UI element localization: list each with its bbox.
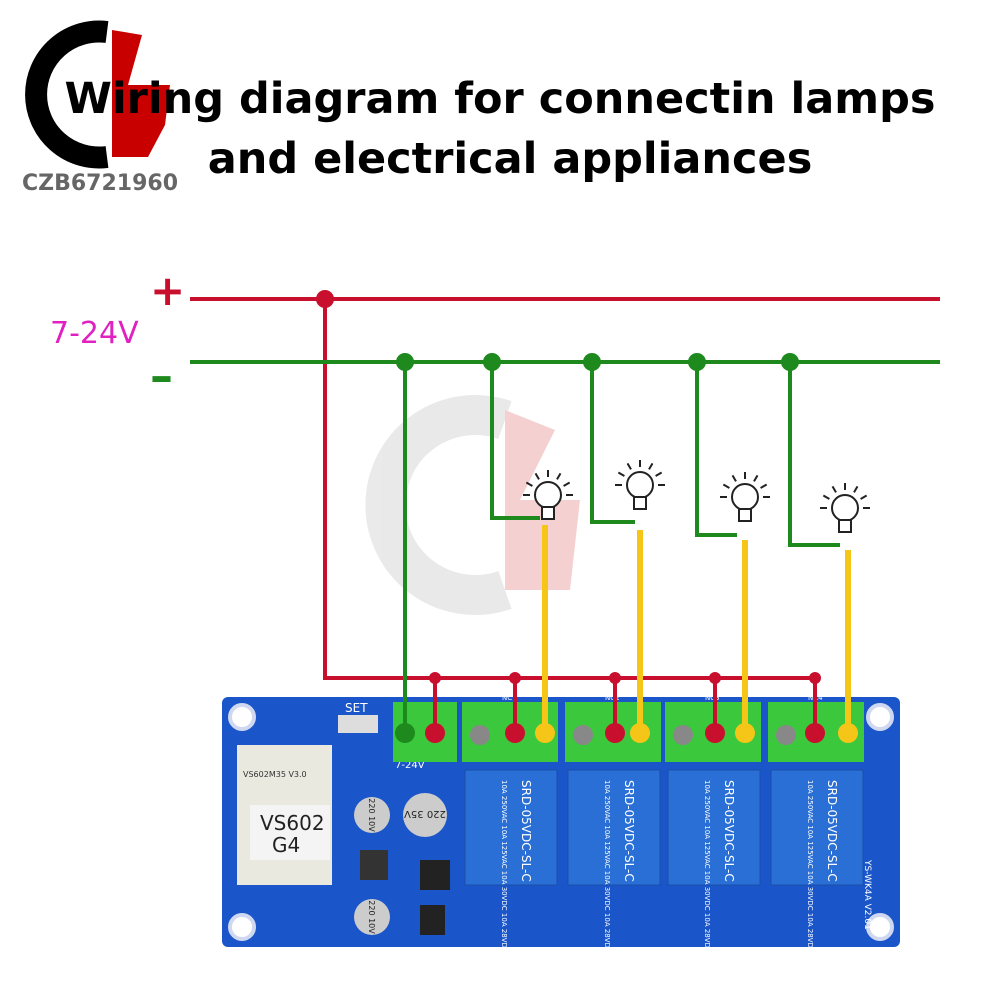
terminal-connection bbox=[805, 723, 825, 743]
terminal-connection bbox=[425, 723, 445, 743]
junction-node bbox=[609, 672, 621, 684]
lightbulb-icon bbox=[615, 460, 665, 510]
junction-node bbox=[396, 353, 414, 371]
terminal-screw bbox=[776, 725, 796, 745]
relay bbox=[464, 769, 558, 886]
capacitor-label: 220 10V bbox=[367, 798, 376, 832]
relay-rating: 10A 250VAC 10A 125VAC 10A 30VDC 10A 28VD… bbox=[603, 780, 611, 953]
terminal-connection bbox=[395, 723, 415, 743]
relay-rating: 10A 250VAC 10A 125VAC 10A 30VDC 10A 28VD… bbox=[500, 780, 508, 953]
terminal-screw bbox=[673, 725, 693, 745]
junction-node bbox=[429, 672, 441, 684]
junction-node bbox=[809, 672, 821, 684]
terminal-connection bbox=[630, 723, 650, 743]
voltage-label: 7-24V bbox=[50, 316, 139, 351]
lightbulb-icon bbox=[523, 470, 573, 520]
module-label: VS602M35 V3.0 bbox=[243, 770, 307, 779]
junction-node bbox=[688, 353, 706, 371]
capacitor-label: 220 35V bbox=[404, 808, 446, 819]
capacitor bbox=[354, 797, 390, 833]
terminal-screw bbox=[470, 725, 490, 745]
terminal-label: NC2 bbox=[605, 694, 620, 702]
terminal-connection bbox=[535, 723, 555, 743]
relay-model: SRD-05VDC-SL-C bbox=[519, 780, 533, 882]
title-line-2: and electrical appliances bbox=[207, 134, 813, 184]
regulator-chip bbox=[420, 860, 450, 890]
relay-model: SRD-05VDC-SL-C bbox=[722, 780, 736, 882]
chip-sublabel: G4 bbox=[272, 833, 300, 857]
junction-node bbox=[316, 290, 334, 308]
terminal-connection bbox=[735, 723, 755, 743]
set-label: SET bbox=[345, 701, 368, 715]
terminal-screw bbox=[573, 725, 593, 745]
relay bbox=[667, 769, 761, 886]
title-line-1: Wiring diagram for connectin lamps bbox=[64, 74, 936, 124]
power-input-label: 7-24V bbox=[395, 760, 425, 771]
junction-node bbox=[483, 353, 501, 371]
terminal-label: NC3 bbox=[705, 694, 720, 702]
junction-node bbox=[781, 353, 799, 371]
capacitor-label: 220 10V bbox=[367, 900, 376, 934]
lightbulb-icon bbox=[720, 472, 770, 522]
chip-label: VS602 bbox=[260, 811, 325, 835]
terminal-connection bbox=[605, 723, 625, 743]
terminal-label: NC1 bbox=[502, 694, 517, 702]
lightbulb-icon bbox=[820, 483, 870, 533]
junction-node bbox=[583, 353, 601, 371]
relay-rating: 10A 250VAC 10A 125VAC 10A 30VDC 10A 28VD… bbox=[806, 780, 814, 953]
relay bbox=[567, 769, 661, 886]
positive-wires bbox=[190, 297, 940, 733]
relay-model: SRD-05VDC-SL-C bbox=[622, 780, 636, 882]
inductor bbox=[360, 850, 388, 880]
set-button[interactable] bbox=[338, 715, 378, 733]
terminal-connection bbox=[838, 723, 858, 743]
negative-symbol: – bbox=[150, 349, 173, 403]
capacitor bbox=[354, 899, 390, 935]
negative-wires bbox=[190, 360, 940, 733]
capacitor bbox=[403, 793, 447, 837]
logo-text: CZB6721960 bbox=[22, 171, 178, 196]
terminal-connection bbox=[505, 723, 525, 743]
brand-logo: CZB6721960 bbox=[22, 20, 178, 196]
junction-node bbox=[709, 672, 721, 684]
relay bbox=[770, 769, 864, 886]
load-wires bbox=[542, 525, 851, 733]
relay-rating: 10A 250VAC 10A 125VAC 10A 30VDC 10A 28VD… bbox=[703, 780, 711, 953]
relay-model: SRD-05VDC-SL-C bbox=[825, 780, 839, 882]
positive-symbol: + bbox=[150, 266, 185, 315]
junction-node bbox=[509, 672, 521, 684]
board-version: YS-WK4A V2.01 bbox=[862, 859, 872, 930]
terminal-connection bbox=[705, 723, 725, 743]
